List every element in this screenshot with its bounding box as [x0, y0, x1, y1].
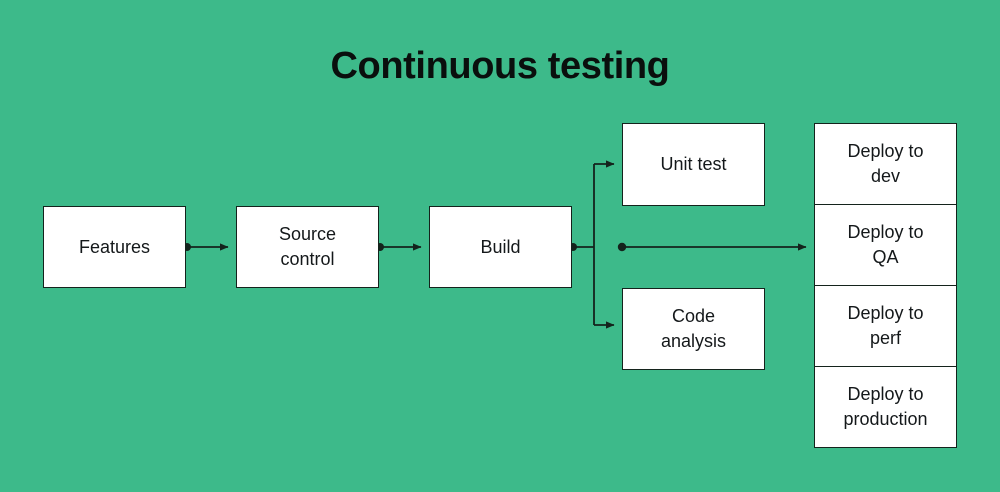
node-deploy-to-perf[interactable]: Deploy to perf	[815, 286, 956, 367]
node-code-analysis[interactable]: Code analysis	[622, 288, 765, 370]
node-deploy-to-dev[interactable]: Deploy to dev	[815, 124, 956, 205]
page-title: Continuous testing	[330, 45, 670, 87]
node-deploy-to-production[interactable]: Deploy to production	[843, 384, 928, 429]
deploy-stack: Deploy to dev Deploy to QA Deploy to per…	[814, 123, 957, 448]
node-features[interactable]: Features	[43, 206, 186, 288]
node-source-control[interactable]: Source control	[236, 206, 379, 288]
edge-build-branch-bus	[569, 164, 595, 325]
node-build[interactable]: Build	[429, 206, 572, 288]
edge-source-to-build	[376, 243, 422, 251]
node-deploy-to-qa[interactable]: Deploy to QA	[815, 205, 956, 286]
edge-build-to-deploy-qa	[617, 242, 807, 252]
edge-features-to-source	[183, 243, 229, 251]
node-unit-test[interactable]: Unit test	[622, 123, 765, 206]
